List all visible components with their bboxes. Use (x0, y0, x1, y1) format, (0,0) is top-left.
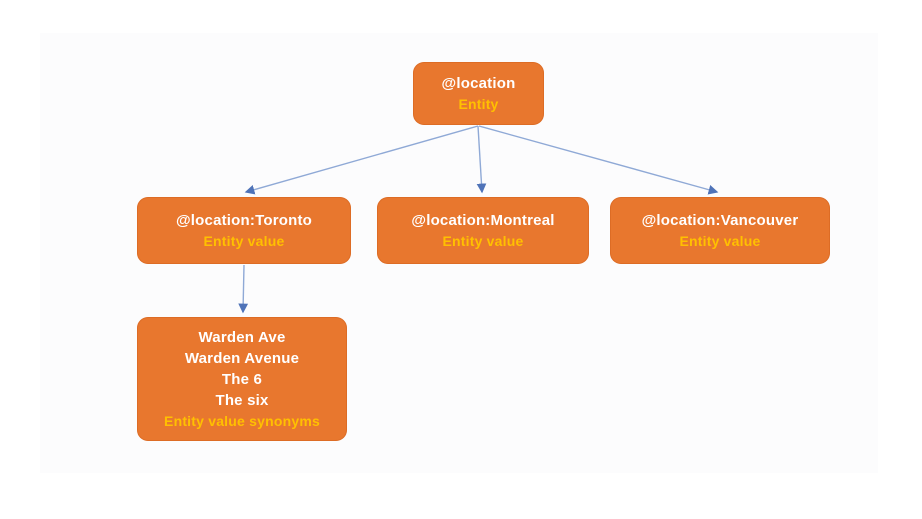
node-entity[interactable]: @location Entity (413, 62, 544, 125)
node-vancouver-role-label: Entity value (679, 232, 761, 249)
node-synonym-4: The six (215, 391, 269, 409)
node-entity-role-label: Entity (458, 95, 499, 112)
node-entity-value-toronto[interactable]: @location:Toronto Entity value (137, 197, 351, 264)
node-synonyms-role-label: Entity value synonyms (164, 412, 320, 429)
node-entity-value-synonyms[interactable]: Warden Ave Warden Avenue The 6 The six E… (137, 317, 347, 441)
node-montreal-role-label: Entity value (442, 232, 524, 249)
node-toronto-role-label: Entity value (203, 232, 285, 249)
node-montreal-label: @location:Montreal (411, 211, 555, 229)
node-vancouver-label: @location:Vancouver (641, 211, 799, 229)
node-toronto-label: @location:Toronto (175, 211, 313, 229)
node-synonym-1: Warden Ave (198, 328, 286, 346)
node-entity-value-montreal[interactable]: @location:Montreal Entity value (377, 197, 589, 264)
node-entity-label: @location (441, 74, 516, 92)
node-entity-value-vancouver[interactable]: @location:Vancouver Entity value (610, 197, 830, 264)
node-synonym-2: Warden Avenue (184, 349, 300, 367)
node-synonym-3: The 6 (221, 370, 263, 388)
